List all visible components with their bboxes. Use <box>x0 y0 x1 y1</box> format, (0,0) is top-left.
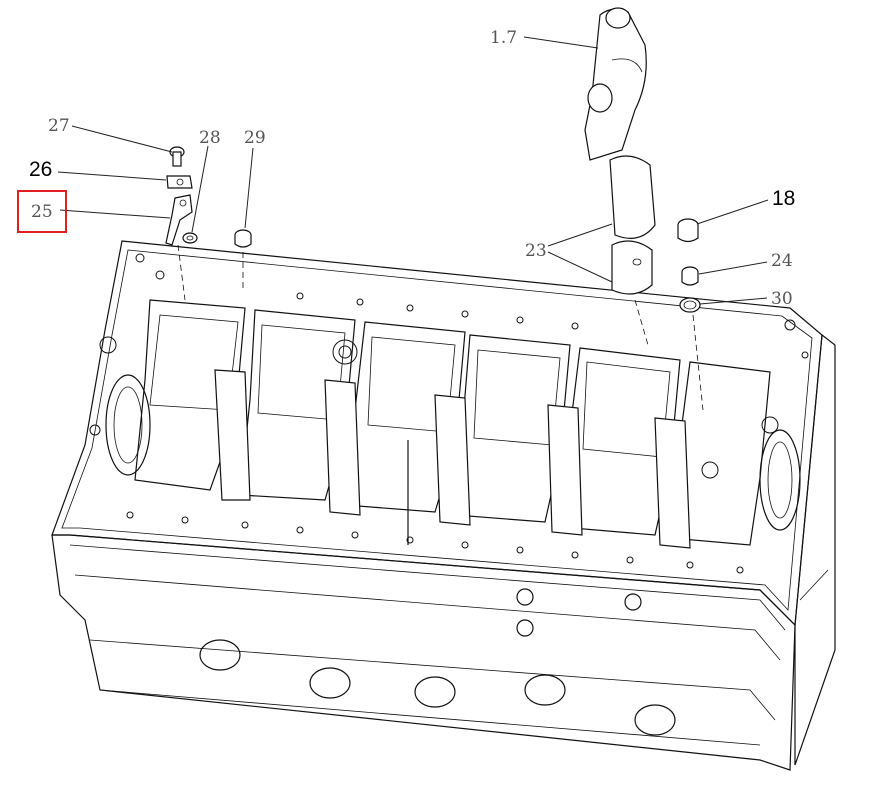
bearing-shells <box>609 155 656 295</box>
clip-25 <box>165 194 193 246</box>
bolt-27 <box>169 146 185 167</box>
deck-bolt-holes <box>89 253 809 574</box>
bracket-26 <box>166 175 193 189</box>
plug-24 <box>681 266 699 286</box>
highlight-box <box>17 190 67 233</box>
callout-25: 25 <box>31 202 53 222</box>
engine-block <box>51 240 836 771</box>
callout-26: 26 <box>29 158 52 181</box>
bearing-webs <box>214 369 691 549</box>
leader-lines <box>57 36 769 305</box>
rear-bore <box>759 429 801 531</box>
plug-28 <box>182 232 198 244</box>
callout-27: 27 <box>48 116 70 136</box>
callout-28: 28 <box>199 128 221 148</box>
callout-18: 18 <box>772 187 795 210</box>
callout-24: 24 <box>771 251 793 271</box>
front-bore <box>105 374 151 476</box>
callout-30: 30 <box>771 289 793 309</box>
callout-23: 23 <box>525 241 547 261</box>
bearing-cap <box>584 7 647 161</box>
lower-openings <box>199 588 676 736</box>
o-ring-30 <box>679 297 701 313</box>
plug-18 <box>677 218 699 243</box>
callout-1-7: 1.7 <box>490 28 517 48</box>
plug-29 <box>234 229 252 248</box>
callout-29: 29 <box>244 128 266 148</box>
